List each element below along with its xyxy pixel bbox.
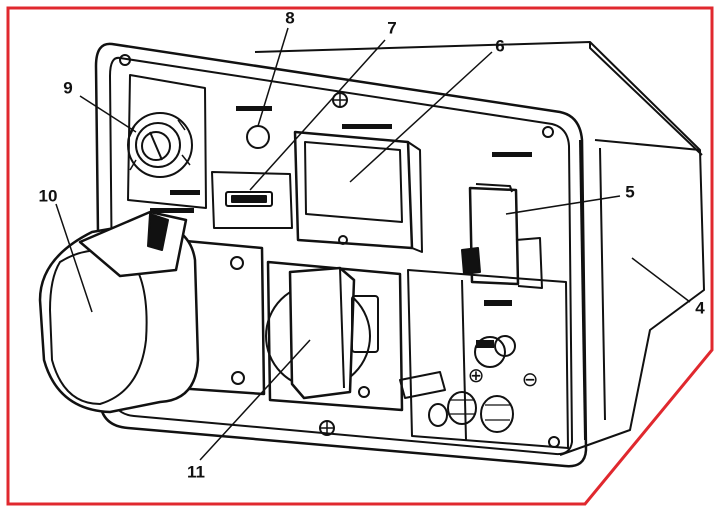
key-switch-ring [135, 122, 181, 168]
leader-4 [631, 257, 691, 303]
fuse-holder [474, 336, 506, 368]
dc-post [399, 371, 446, 399]
top-screw [332, 92, 348, 108]
hour-meter-digits [231, 195, 267, 203]
socket-screw-2 [231, 371, 245, 385]
minus-symbol: ⊖ [522, 367, 539, 391]
callout-5: 5 [625, 182, 635, 202]
dc-terminal-positive [447, 391, 477, 425]
leader-6 [349, 51, 493, 183]
callout-10: 10 [38, 186, 58, 206]
key-switch-ridges [127, 119, 191, 171]
housing-top-edge [589, 42, 703, 156]
domestic-lid-edge [339, 267, 345, 389]
callout-6: 6 [495, 36, 505, 56]
dc-divider [461, 279, 467, 441]
voltmeter-inner [304, 141, 403, 223]
corner-screw-tl [119, 54, 131, 66]
voltmeter-screw [338, 235, 348, 245]
key-switch-outer [127, 112, 193, 178]
hour-meter-window [225, 191, 273, 207]
voltmeter-shading [407, 141, 423, 253]
leader-8 [257, 27, 289, 127]
bottom-screw [319, 420, 335, 436]
red-frame [6, 6, 714, 506]
indicator-lamp [246, 125, 270, 149]
domestic-hinge [351, 295, 379, 353]
panel-inner-plate [109, 56, 573, 456]
housing-side-edge [594, 139, 701, 421]
socket-screw-1 [230, 256, 244, 270]
leader-9 [79, 95, 137, 133]
dc-section [407, 269, 569, 449]
plus-symbol: ⊕ [468, 363, 485, 387]
key-slot [149, 131, 163, 161]
dc-terminal-ridges [450, 399, 510, 421]
switch-inset [127, 74, 207, 209]
dc-terminal-negative [480, 395, 514, 433]
breaker-body-line [515, 237, 543, 289]
top-screw-cross [334, 94, 346, 106]
breaker-top [475, 183, 513, 193]
corner-screw-tr [542, 126, 554, 138]
corner-screw-br [548, 436, 560, 448]
leader-11 [199, 339, 311, 461]
callout-4: 4 [695, 298, 705, 318]
leader-5 [505, 195, 621, 215]
domestic-screw [358, 386, 370, 398]
lid-clip [147, 213, 169, 251]
bottom-screw-cross [321, 422, 333, 434]
fuse-cap [494, 335, 516, 357]
dc-terminal-small [428, 403, 448, 427]
key-switch-core [141, 131, 171, 161]
callout-9: 9 [63, 78, 73, 98]
callout-8: 8 [285, 8, 295, 28]
callout-11: 11 [187, 462, 205, 482]
leader-7 [249, 39, 386, 191]
callout-7: 7 [387, 18, 397, 38]
panel-outer-plate [94, 42, 588, 468]
leader-10 [55, 203, 93, 313]
panel-markings [150, 106, 532, 348]
breaker-lever [461, 247, 481, 275]
